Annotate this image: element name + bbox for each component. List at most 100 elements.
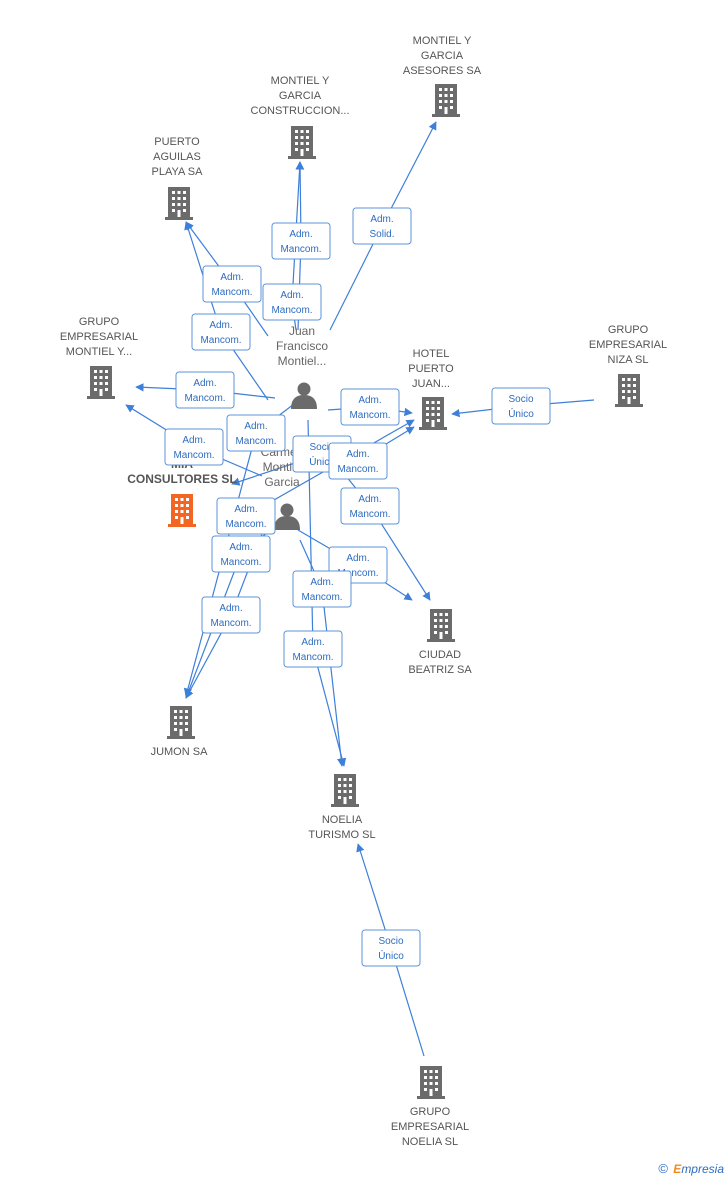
- node-label: BEATRIZ SA: [408, 664, 472, 676]
- relation-label[interactable]: Adm. Mancom.: [175, 371, 235, 409]
- relation-label[interactable]: Adm.Mancom.: [226, 414, 286, 452]
- node-label: Garcia: [264, 475, 300, 489]
- building-icon: [288, 126, 316, 159]
- relation-label[interactable]: Adm.Mancom.: [201, 596, 261, 634]
- node-juan[interactable]: JuanFranciscoMontiel...: [276, 324, 328, 409]
- building-icon: [165, 187, 193, 220]
- relation-label-box: [262, 283, 322, 321]
- relation-label[interactable]: Adm. Mancom.: [340, 388, 400, 426]
- relation-label-text: Mancom.: [173, 450, 214, 461]
- edges-layer: [125, 121, 595, 1057]
- building-icon: [331, 774, 359, 807]
- building-icon: [615, 374, 643, 407]
- node-label: MONTIEL Y: [271, 75, 330, 87]
- relation-label-text: Mancom.: [292, 652, 333, 663]
- relation-label[interactable]: Adm. Mancom.: [164, 428, 224, 466]
- relation-label-box: [164, 428, 224, 466]
- relation-label-box: [202, 265, 262, 303]
- relation-label-box: [283, 630, 343, 668]
- relation-label-box: [340, 487, 400, 525]
- relation-label-box: [201, 596, 261, 634]
- node-label: PUERTO: [408, 363, 454, 375]
- node-label: GRUPO: [410, 1106, 451, 1118]
- node-label: PUERTO: [154, 136, 200, 148]
- node-label: CONSTRUCCION...: [251, 105, 350, 117]
- node-label: JUAN...: [412, 378, 450, 390]
- node-montiel-construccion[interactable]: MONTIEL YGARCIACONSTRUCCION...: [251, 75, 350, 159]
- node-label: GRUPO: [608, 324, 649, 336]
- relation-label-box: [352, 207, 412, 245]
- relation-label-text: Mancom.: [211, 287, 252, 298]
- relation-label-box: [175, 371, 235, 409]
- node-label: GARCIA: [421, 50, 464, 62]
- relation-label-box: [271, 222, 331, 260]
- node-label: PLAYA SA: [152, 166, 204, 178]
- relation-label-text: Adm.: [370, 214, 393, 225]
- relation-label-text: Mancom.: [301, 592, 342, 603]
- relation-label-box: [340, 388, 400, 426]
- node-hotel-puerto[interactable]: HOTELPUERTOJUAN...: [408, 348, 454, 430]
- node-label: EMPRESARIAL: [391, 1121, 469, 1133]
- node-label: Francisco: [276, 339, 328, 353]
- relation-label-text: Adm.: [346, 449, 369, 460]
- relation-label-text: Mancom.: [349, 410, 390, 421]
- relation-label-text: Mancom.: [271, 305, 312, 316]
- watermark: © Empresia: [658, 1161, 724, 1176]
- building-icon: [87, 366, 115, 399]
- relation-label-text: Adm.: [219, 603, 242, 614]
- relation-label[interactable]: Adm. Solid.: [352, 207, 412, 245]
- relation-label[interactable]: Adm.Mancom.: [211, 535, 271, 573]
- relation-label-text: Adm.: [209, 320, 232, 331]
- relation-label[interactable]: Adm.Mancom.: [292, 570, 352, 608]
- relation-label[interactable]: Adm.Mancom.: [216, 497, 276, 535]
- relation-label[interactable]: Adm.Mancom.: [283, 630, 343, 668]
- relation-label-text: Adm.: [182, 435, 205, 446]
- main-company-icon: [168, 494, 196, 527]
- relation-label[interactable]: Adm.Mancom.: [271, 222, 331, 260]
- relation-label[interactable]: Adm.Mancom.: [262, 283, 322, 321]
- edge-labels-layer: Adm.Solid.Adm.Mancom.Adm.Mancom.Adm.Manc…: [164, 207, 551, 967]
- relation-label-text: Solid.: [369, 229, 394, 240]
- relation-label[interactable]: Adm.Mancom.: [202, 265, 262, 303]
- node-ciudad-beatriz[interactable]: CIUDAD BEATRIZ SA: [408, 609, 472, 676]
- relation-label-text: Único: [508, 407, 534, 420]
- relation-label-text: Mancom.: [349, 509, 390, 520]
- relation-label-text: Adm.: [244, 421, 267, 432]
- node-label: ASESORES SA: [403, 65, 482, 77]
- relation-label-box: [361, 929, 421, 967]
- node-montiel-asesores[interactable]: MONTIEL Y GARCIA ASESORES SA: [403, 35, 482, 117]
- relation-label-text: Mancom.: [220, 557, 261, 568]
- node-noelia-turismo[interactable]: NOELIA TURISMO SL: [308, 774, 376, 841]
- relation-label-text: Mancom.: [337, 464, 378, 475]
- node-label: EMPRESARIAL: [589, 339, 667, 351]
- node-label: MONTIEL Y: [413, 35, 472, 47]
- relation-label-text: Mancom.: [337, 568, 378, 579]
- relation-label-text: Adm.: [358, 395, 381, 406]
- person-icon: [291, 382, 317, 409]
- relation-label-text: Socio: [309, 442, 334, 453]
- relation-label-text: Mancom.: [200, 335, 241, 346]
- relation-label[interactable]: Adm.Mancom.: [340, 487, 400, 525]
- node-label: CIUDAD: [419, 649, 461, 661]
- relation-label[interactable]: Adm. Mancom.: [191, 313, 251, 351]
- relation-label-text: Adm.: [193, 378, 216, 389]
- node-jumon[interactable]: JUMON SA: [151, 706, 209, 758]
- building-icon: [167, 706, 195, 739]
- relation-label-text: Mancom.: [184, 393, 225, 404]
- node-label: NOELIA: [322, 814, 363, 826]
- node-label: TURISMO SL: [308, 829, 375, 841]
- relation-label-text: Socio: [508, 394, 533, 405]
- relation-label-text: Mancom.: [225, 519, 266, 530]
- brand-name: mpresia: [681, 1162, 724, 1176]
- relation-label-box: [191, 313, 251, 351]
- relation-label[interactable]: Adm. Mancom.: [328, 442, 388, 480]
- relation-label-text: Mancom.: [280, 244, 321, 255]
- relation-label-box: [211, 535, 271, 573]
